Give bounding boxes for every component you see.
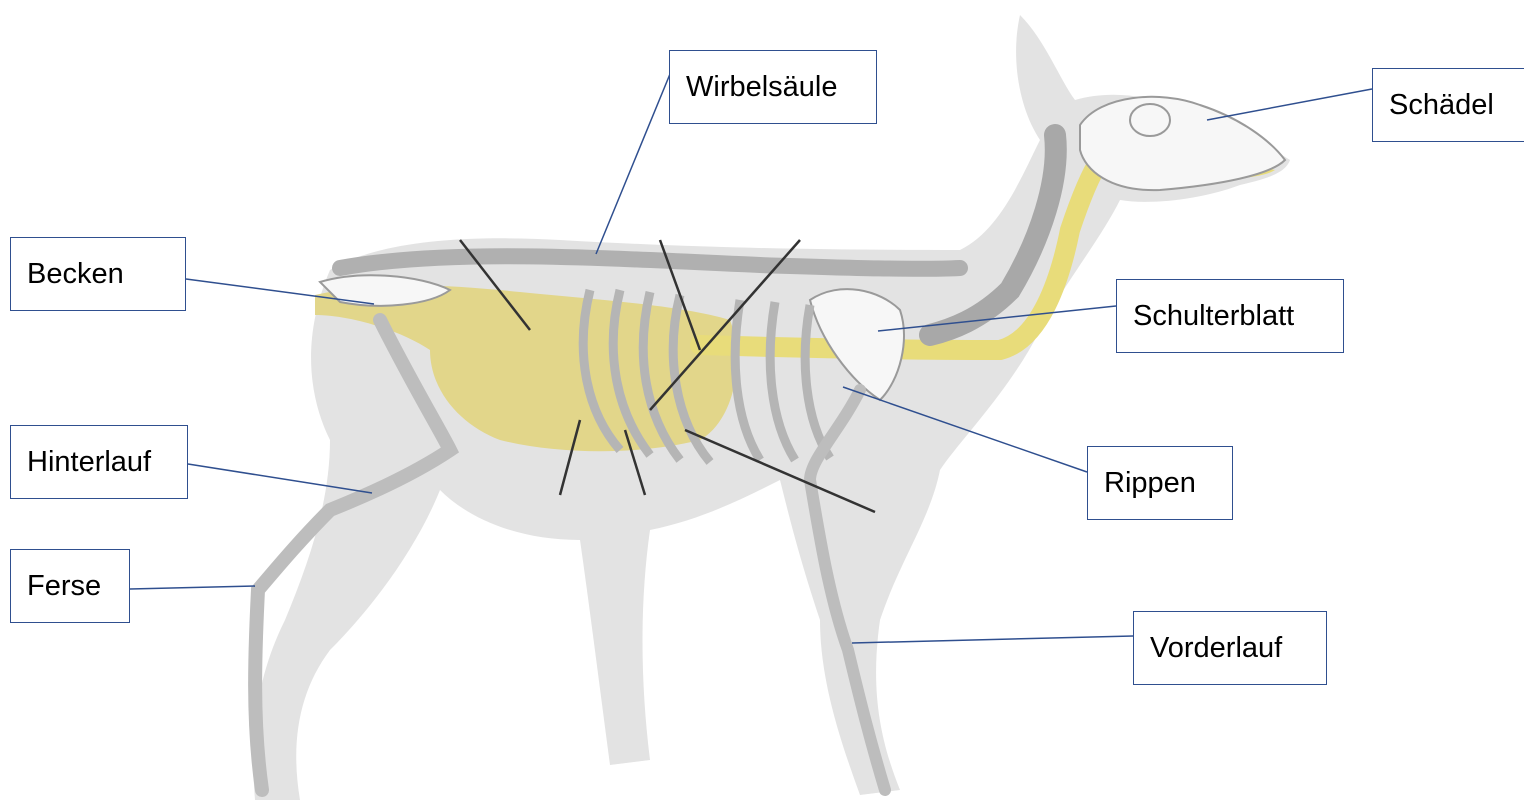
label-ferse-text: Ferse bbox=[27, 570, 101, 603]
label-vorderlauf: Vorderlauf bbox=[1133, 611, 1327, 685]
label-wirbelsaeule-text: Wirbelsäule bbox=[686, 71, 838, 104]
label-schaedel: Schädel bbox=[1372, 68, 1524, 142]
eye-socket bbox=[1130, 104, 1170, 136]
label-vorderlauf-text: Vorderlauf bbox=[1150, 632, 1282, 665]
label-rippen-text: Rippen bbox=[1104, 467, 1196, 500]
label-ferse: Ferse bbox=[10, 549, 130, 623]
label-becken-text: Becken bbox=[27, 258, 124, 291]
label-becken: Becken bbox=[10, 237, 186, 311]
label-schulterblatt: Schulterblatt bbox=[1116, 279, 1344, 353]
label-schaedel-text: Schädel bbox=[1389, 89, 1494, 122]
label-rippen: Rippen bbox=[1087, 446, 1233, 520]
label-hinterlauf-text: Hinterlauf bbox=[27, 446, 151, 479]
label-schulterblatt-text: Schulterblatt bbox=[1133, 300, 1294, 333]
label-wirbelsaeule: Wirbelsäule bbox=[669, 50, 877, 124]
label-hinterlauf: Hinterlauf bbox=[10, 425, 188, 499]
